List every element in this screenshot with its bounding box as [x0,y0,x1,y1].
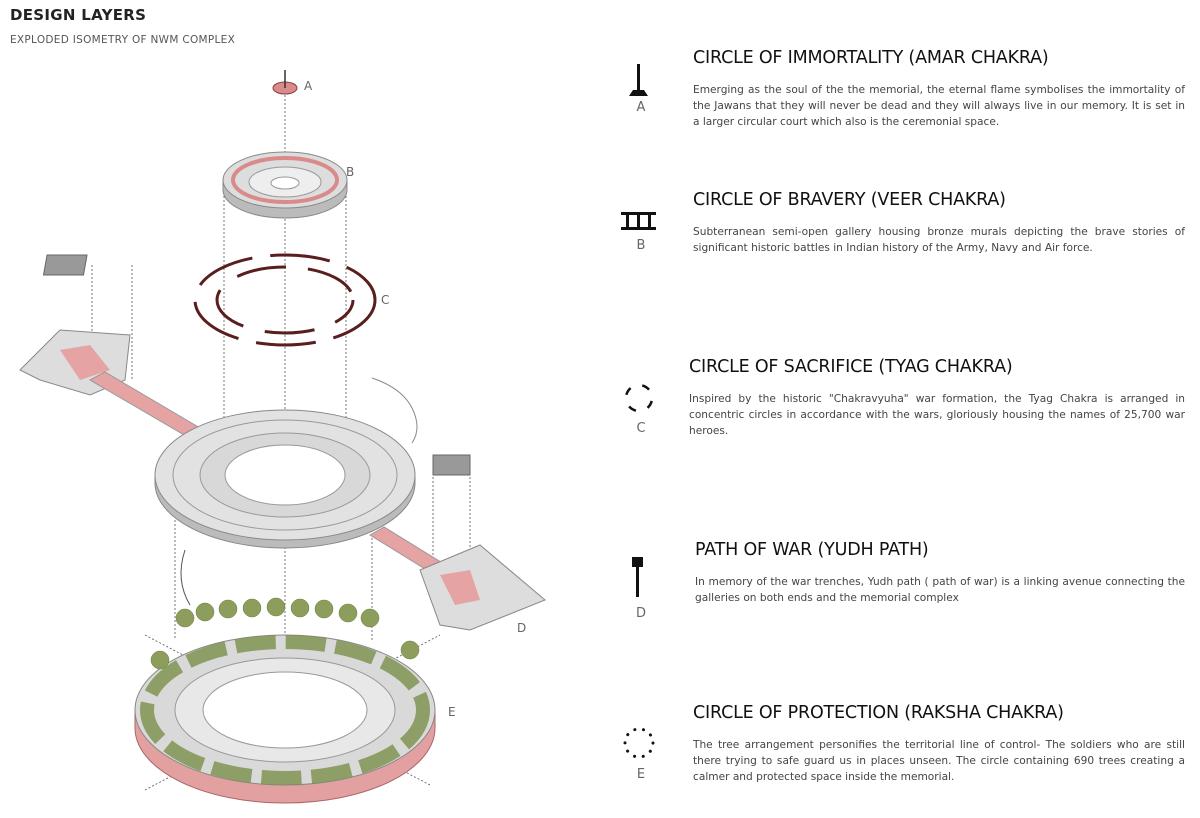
label-b: B [346,165,354,179]
section-letter: B [636,238,646,253]
section-body: Emerging as the soul of the the memorial… [693,84,1185,128]
veer-chakra-layer [222,151,348,219]
amar-chakra-layer [272,70,298,95]
exploded-isometry-diagram: A B C D E [19,70,546,804]
obelisk-icon [629,64,648,96]
label-c: C [381,293,389,307]
broken-circle-icon [624,383,654,413]
trees [150,597,420,670]
tyag-chakra-layer [193,253,377,347]
page-subtitle: EXPLODED ISOMETRY OF NWM COMPLEX [10,34,236,46]
dotted-circle-icon [623,727,655,759]
gallery-icon [621,212,656,230]
section-heading: CIRCLE OF BRAVERY (VEER CHAKRA) [693,190,1006,210]
section-heading: PATH OF WAR (YUDH PATH) [695,540,929,560]
label-e: E [448,705,456,719]
label-d: D [517,621,526,635]
raksha-chakra-layer [134,634,436,804]
path-marker-icon [632,557,643,597]
page-title: DESIGN LAYERS [10,6,147,24]
section-letter: D [635,606,646,621]
section-body: The tree arrangement personifies the ter… [693,739,1185,783]
section-body: In memory of the war trenches, Yudh path… [695,576,1185,604]
main-plaza [154,377,418,606]
section-heading: CIRCLE OF IMMORTALITY (AMAR CHAKRA) [693,48,1049,68]
section-heading: CIRCLE OF SACRIFICE (TYAG CHAKRA) [689,357,1013,377]
section-letter: A [636,100,646,115]
yudh-path-layer [19,254,546,631]
section-letter: E [636,767,646,782]
section-heading: CIRCLE OF PROTECTION (RAKSHA CHAKRA) [693,703,1064,723]
label-a: A [304,79,313,93]
section-letter: C [636,421,646,436]
section-body: Inspired by the historic "Chakravyuha" w… [689,393,1185,437]
section-body: Subterranean semi-open gallery housing b… [693,226,1185,254]
